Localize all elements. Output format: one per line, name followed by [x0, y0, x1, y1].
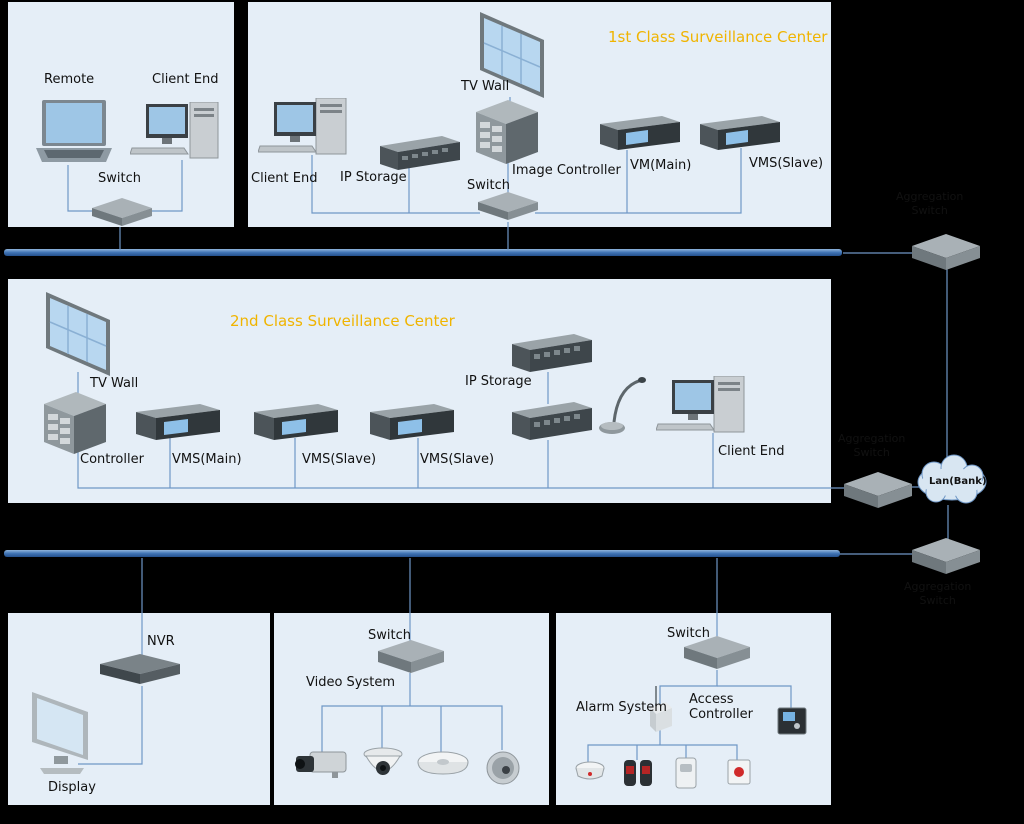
label-vms-slave-2a: VMS(Slave) [302, 452, 377, 467]
backbone-top [4, 249, 842, 256]
label-client-end-remote: Client End [152, 72, 219, 87]
microphone-icon [599, 377, 646, 434]
bullet-camera-icon [295, 751, 347, 778]
storage-server-icon [512, 334, 592, 372]
label-switch-video: Switch [368, 628, 411, 643]
label-ip-storage-1: IP Storage [340, 170, 407, 185]
switch-icon [478, 192, 538, 220]
desktop-pc-icon [130, 102, 219, 159]
aggregation-switch-icon [912, 234, 980, 270]
aggregation-switch-icon [912, 538, 980, 574]
switch-icon [378, 640, 444, 673]
center2-title: 2nd Class Surveillance Center [230, 312, 455, 330]
label-client-end-2: Client End [718, 444, 785, 459]
smoke-detector-icon [575, 761, 605, 780]
label-remote: Remote [44, 72, 95, 87]
monitor-icon [32, 692, 88, 774]
vms-server-icon [600, 116, 680, 150]
storage-server-icon [512, 402, 592, 440]
label-vms-slave-2b: VMS(Slave) [420, 452, 495, 467]
controller-icon [44, 392, 106, 454]
vms-server-icon [136, 404, 220, 440]
label-video-system: Video System [306, 675, 396, 690]
label-vm-main: VM(Main) [630, 158, 692, 173]
switch-icon [92, 198, 152, 226]
label-aggregation-switch-1: Aggregation Switch [896, 190, 964, 217]
ptz-camera-icon [486, 751, 520, 785]
tv-wall-icon [46, 292, 110, 376]
pir-detector-icon [675, 757, 697, 789]
image-controller-icon [476, 100, 538, 164]
label-access-controller: Access Controller [689, 692, 753, 722]
access-controller-icon [777, 707, 807, 735]
label-lan: Lan(Bank) [929, 476, 987, 487]
label-nvr: NVR [147, 634, 175, 649]
label-controller: Controller [80, 452, 144, 467]
label-aggregation-switch-2: Aggregation Switch [838, 432, 906, 459]
tv-wall-icon [480, 12, 544, 98]
storage-server-icon [380, 136, 460, 170]
vms-server-icon [370, 404, 454, 440]
nvr-icon [100, 654, 180, 684]
backbone-bottom [4, 550, 840, 557]
panic-button-icon [727, 759, 751, 785]
desktop-pc-icon [258, 98, 347, 155]
label-vms-slave-1: VMS(Slave) [749, 156, 824, 171]
vms-server-icon [254, 404, 338, 440]
aggregation-switch-icon [844, 472, 912, 508]
label-switch-1: Switch [467, 178, 510, 193]
laptop-icon [36, 100, 112, 162]
label-alarm-system: Alarm System [576, 700, 667, 715]
label-ip-storage-2: IP Storage [465, 374, 532, 389]
label-aggregation-switch-3: Aggregation Switch [904, 580, 972, 607]
label-display: Display [48, 780, 96, 795]
label-tv-wall-2: TV Wall [90, 376, 139, 391]
center1-title: 1st Class Surveillance Center [608, 28, 828, 46]
switch-icon [684, 636, 750, 669]
fisheye-camera-icon [417, 751, 469, 775]
label-switch-alarm: Switch [667, 626, 710, 641]
label-tv-wall-1: TV Wall [461, 79, 510, 94]
desktop-pc-icon [656, 376, 745, 433]
vms-server-icon [700, 116, 780, 150]
label-image-controller: Image Controller [512, 163, 621, 178]
beam-detector-icon [624, 760, 652, 786]
label-vms-main: VMS(Main) [172, 452, 242, 467]
alarm-panel-icon [650, 686, 672, 732]
label-switch-remote: Switch [98, 171, 141, 186]
label-client-end-1: Client End [251, 171, 318, 186]
cloud-icon [917, 454, 987, 504]
dome-camera-icon [363, 747, 403, 775]
